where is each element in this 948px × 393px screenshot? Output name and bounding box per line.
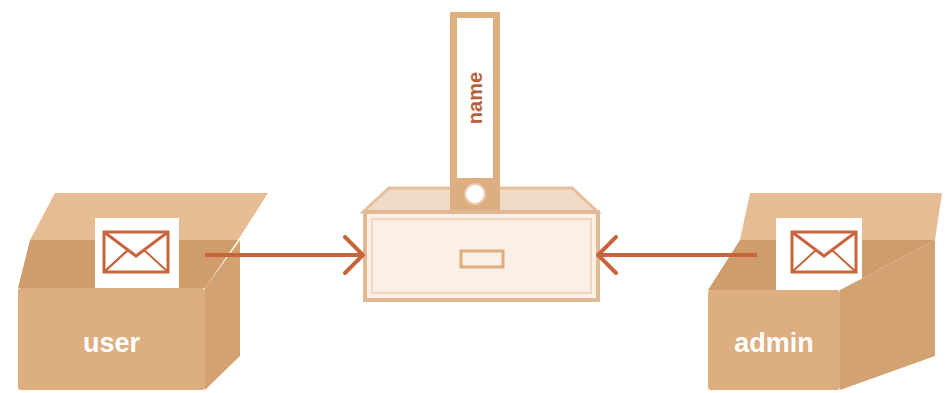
box-side [205,240,240,390]
open-box [708,193,942,390]
paper-sheet [95,218,179,288]
envelope-flap [104,232,168,256]
flow-arrow [598,253,757,257]
storage-box: user [18,190,205,390]
box-label: user [18,330,205,357]
box-side [840,240,935,390]
binder-ring [465,184,485,204]
open-box [18,193,268,390]
envelope-flap [792,232,856,256]
box-label: admin [708,330,840,357]
envelope-icon [792,232,856,272]
binder-label [457,18,493,178]
drawer-frame [372,219,591,293]
envelope-line [792,250,816,272]
envelope-line [104,250,128,272]
file-cabinet: name [363,10,598,300]
drawer-front [365,212,598,300]
drawer-handle [461,251,503,267]
envelope-icon [104,232,168,272]
envelope-line [104,250,128,272]
binder-label-text: name [465,72,485,124]
paper-sheet [776,218,862,290]
binder [450,12,500,218]
box-front [18,288,205,390]
box-front [708,290,840,390]
envelope-line [832,250,856,272]
storage-box: admin [757,190,935,390]
flow-arrow [205,253,363,257]
envelope-line [144,250,168,272]
file-cabinet [363,12,598,300]
